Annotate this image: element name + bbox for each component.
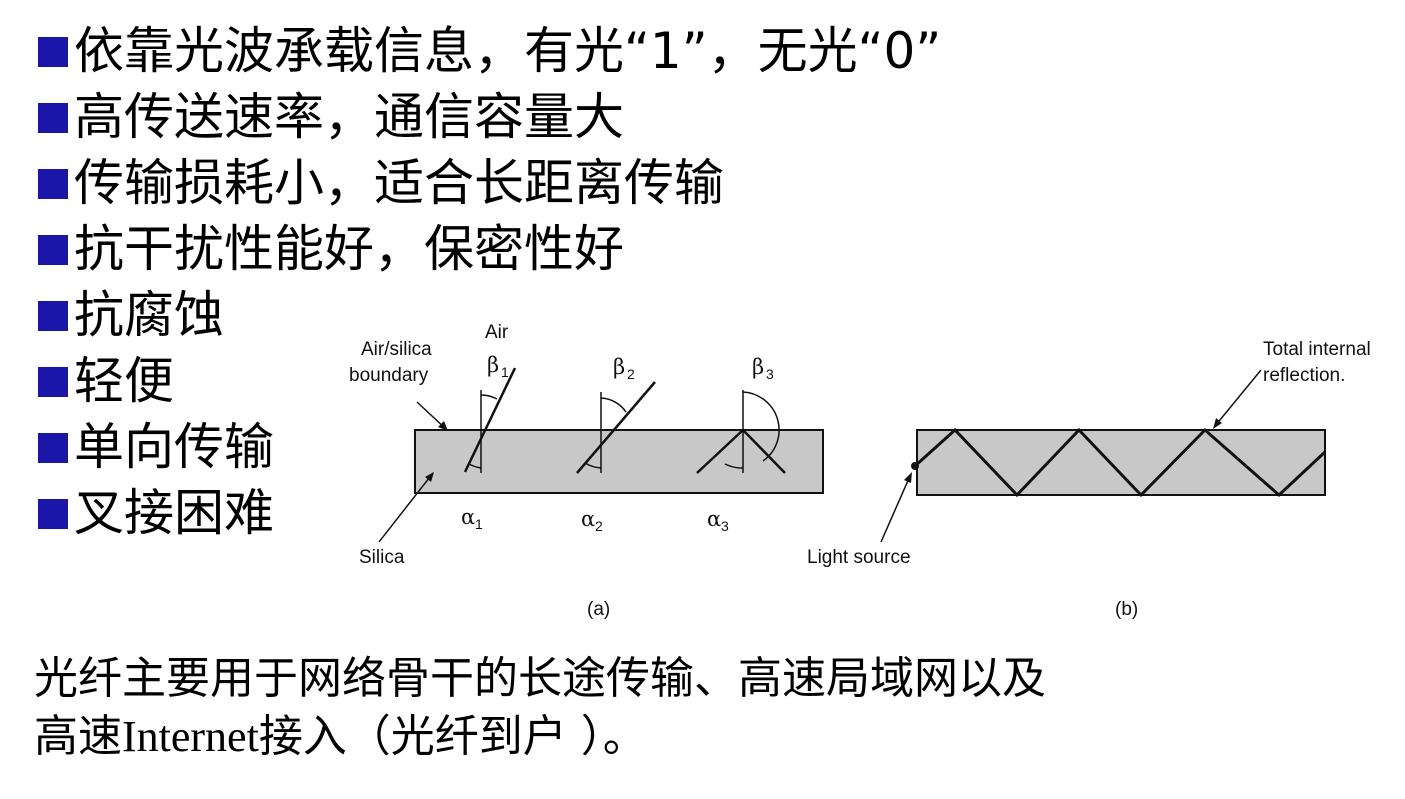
ray-1: [463, 367, 517, 473]
ray-3-reflected: [742, 429, 786, 474]
square-bullet-icon: [38, 301, 68, 331]
bullet-text: 抗干扰性能好，保密性好: [74, 220, 624, 278]
ray-2: [576, 381, 656, 474]
square-bullet-icon: [38, 433, 68, 463]
alpha-1-symbol: α: [461, 505, 475, 529]
bullet-text: 高传送速率，通信容量大: [74, 88, 624, 146]
light-source-label: Light source: [807, 547, 911, 568]
square-bullet-icon: [38, 37, 68, 67]
boundary-pointer-arrowhead: [438, 421, 448, 431]
reflection-label-line1: Total internal: [1263, 339, 1371, 360]
silica-pointer-line: [378, 472, 434, 543]
alpha-2-subscript: 2: [595, 518, 603, 534]
bullet-text: 依靠光波承载信息，有光“1”，无光“0”: [74, 22, 942, 80]
boundary-label-line2: boundary: [349, 365, 429, 386]
square-bullet-icon: [38, 367, 68, 397]
beta-2-arc: [600, 397, 627, 413]
reflection-pointer-arrowhead: [1213, 418, 1222, 429]
light-source-dot: [911, 462, 919, 470]
summary-line-2-prefix: 高速: [34, 711, 122, 762]
alpha-2-symbol: α: [581, 507, 595, 531]
beta-3-symbol: β: [752, 355, 764, 379]
bullet-item-unidirectional: 单向传输: [36, 414, 941, 480]
fiber-refraction-figure: Air Air/silica boundary β 1 β 2 β 3 α 1 …: [345, 310, 1405, 630]
square-bullet-icon: [38, 169, 68, 199]
summary-line-1: 光纤主要用于网络骨干的长途传输、高速局域网以及: [34, 653, 1046, 704]
square-bullet-icon: [38, 235, 68, 265]
silica-pointer-arrowhead: [425, 472, 434, 482]
boundary-label-line1: Air/silica: [361, 339, 432, 360]
reflection-pointer-line: [1214, 369, 1262, 427]
beta-1-arc: [480, 394, 498, 400]
bullet-text: 轻便: [74, 352, 174, 410]
beta-3-subscript: 3: [766, 366, 774, 382]
alpha-3-arc: [724, 463, 744, 469]
usage-summary: 光纤主要用于网络骨干的长途传输、高速局域网以及 高速Internet接入（光纤到…: [34, 650, 1046, 766]
summary-line-2-suffix: 接入（光纤到户 ）。: [258, 711, 647, 762]
bullet-text: 传输损耗小，适合长距离传输: [74, 154, 724, 212]
silica-slab-a: [414, 429, 824, 494]
bullet-item-splicing: 叉接困难: [36, 480, 941, 546]
bullet-text: 叉接困难: [74, 484, 274, 542]
alpha-1-subscript: 1: [475, 516, 483, 532]
fiber-diagram-svg: Air Air/silica boundary β 1 β 2 β 3 α 1 …: [349, 322, 1371, 620]
beta-2-subscript: 2: [627, 366, 635, 382]
light-source-pointer-line: [880, 475, 911, 543]
beta-1-symbol: β: [487, 353, 499, 377]
beta-1-subscript: 1: [501, 364, 509, 380]
bullet-text: 单向传输: [74, 418, 274, 476]
bullet-item-rate: 高传送速率，通信容量大: [36, 84, 941, 150]
square-bullet-icon: [38, 499, 68, 529]
bullet-item-interference: 抗干扰性能好，保密性好: [36, 216, 941, 282]
summary-internet-text: Internet: [122, 712, 259, 761]
bullet-item-light: 轻便: [36, 348, 941, 414]
ray-3-incident: [696, 429, 744, 474]
summary-line-2: 高速Internet接入（光纤到户 ）。: [34, 708, 1046, 766]
bullet-item-carrier: 依靠光波承载信息，有光“1”，无光“0”: [36, 18, 941, 84]
bullet-item-loss: 传输损耗小，适合长距离传输: [36, 150, 941, 216]
alpha-2-arc: [584, 462, 602, 469]
square-bullet-icon: [38, 103, 68, 133]
zigzag-light-path: [913, 427, 1327, 498]
bullet-text: 抗腐蚀: [74, 286, 224, 344]
feature-bullet-list: 依靠光波承载信息，有光“1”，无光“0” 高传送速率，通信容量大 传输损耗小，适…: [36, 18, 941, 546]
alpha-3-symbol: α: [707, 507, 721, 531]
beta-2-symbol: β: [613, 355, 625, 379]
bullet-item-corrosion: 抗腐蚀: [36, 282, 941, 348]
panel-a: Air Air/silica boundary β 1 β 2 β 3 α 1 …: [349, 322, 824, 620]
reflection-label-line2: reflection.: [1263, 365, 1345, 386]
air-label: Air: [485, 322, 509, 343]
beta-3-arc: [742, 391, 780, 462]
silica-label: Silica: [359, 547, 405, 568]
alpha-3-subscript: 3: [721, 518, 729, 534]
silica-slab-b: [916, 429, 1326, 496]
alpha-1-arc: [468, 463, 482, 469]
panel-b: Total internal reflection. Light source …: [807, 339, 1371, 620]
caption-b: (b): [1115, 599, 1138, 620]
caption-a: (a): [587, 599, 610, 620]
light-source-pointer-arrowhead: [904, 472, 912, 483]
